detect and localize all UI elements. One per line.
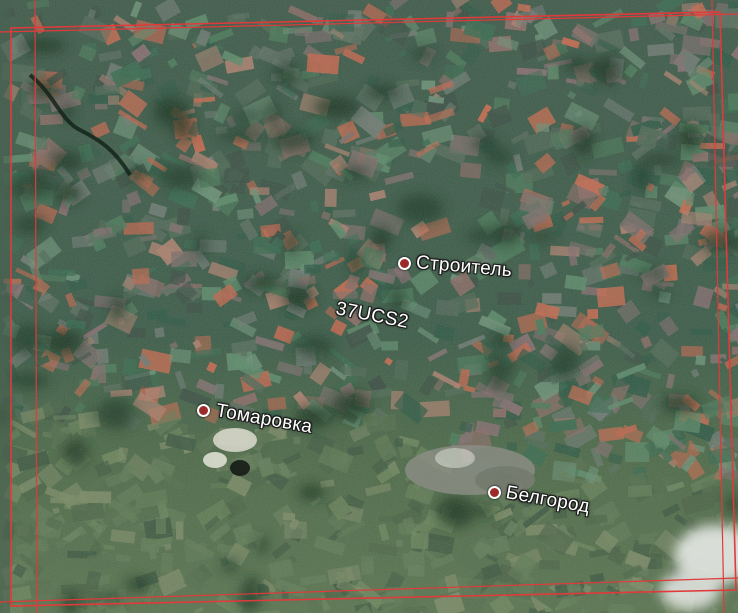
urban-area — [405, 445, 535, 495]
city-marker-tomarovka[interactable] — [197, 404, 210, 417]
city-marker-stroitel[interactable] — [398, 257, 411, 270]
grid-line-bottom — [0, 577, 738, 603]
grid-line-top — [0, 13, 738, 33]
city-marker-belgorod[interactable] — [488, 486, 501, 499]
bright-patches — [203, 428, 257, 476]
river — [28, 73, 132, 177]
grid-line-left — [34, 0, 38, 613]
tile-outline — [10, 11, 737, 607]
grid-line-right — [711, 0, 725, 613]
